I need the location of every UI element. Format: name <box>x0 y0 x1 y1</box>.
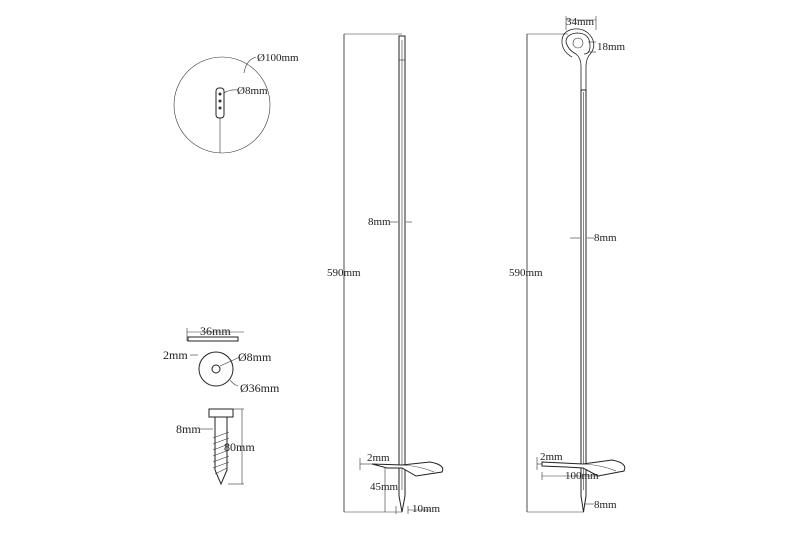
washer-side-view <box>187 336 239 342</box>
hole-dot <box>218 106 222 110</box>
anchor-plate <box>541 459 626 477</box>
leader-line <box>243 56 257 74</box>
dim-screw-diameter: 8mm <box>176 422 201 436</box>
dim-loop-height: 18mm <box>597 41 626 53</box>
dim-washer-thickness: 2mm <box>163 348 188 362</box>
dim-rod-diameter: 8mm <box>594 232 617 244</box>
dim-rod-diameter: 8mm <box>368 216 391 228</box>
dim-tip-length: 45mm <box>370 481 399 493</box>
dim-plate-diameter: Ø100mm <box>257 52 299 64</box>
hole-dot <box>218 99 222 103</box>
screw-head <box>208 408 234 418</box>
dim-plate-thickness: 2mm <box>540 451 563 463</box>
dim-stake-length: 590mm <box>327 267 361 279</box>
anchor-plate <box>371 461 444 477</box>
plate-outline <box>173 56 271 154</box>
dim-tip-width: 10mm <box>412 503 441 515</box>
dim-tip-diameter: 8mm <box>594 499 617 511</box>
hole-dot <box>218 92 222 96</box>
screw-thread <box>212 431 230 475</box>
leader-line <box>223 89 239 94</box>
round-plate-detail: Ø100mm Ø8mm <box>173 52 299 154</box>
stake-eye: 590mm 34mm 18mm 8mm 2mm 100mm 8mm <box>509 16 626 513</box>
washer-detail: 36mm 2mm Ø8mm Ø36mm <box>163 324 280 395</box>
dim-stake-length: 590mm <box>509 267 543 279</box>
dim-washer-width: 36mm <box>200 324 231 338</box>
dim-hole-diameter: Ø8mm <box>237 85 268 97</box>
eye-loop <box>565 32 591 90</box>
dim-washer-hole: Ø8mm <box>238 350 272 364</box>
dim-screw-length: 80mm <box>224 440 255 454</box>
dim-plate-width: 100mm <box>565 470 599 482</box>
screw-detail: 8mm 80mm <box>176 408 255 486</box>
washer-hole <box>211 364 221 374</box>
dim-loop-width: 34mm <box>566 16 595 28</box>
stake-plain: 590mm 8mm 2mm 45mm 10mm <box>327 33 444 515</box>
dim-plate-thickness: 2mm <box>367 452 390 464</box>
dim-washer-diameter: Ø36mm <box>240 381 280 395</box>
